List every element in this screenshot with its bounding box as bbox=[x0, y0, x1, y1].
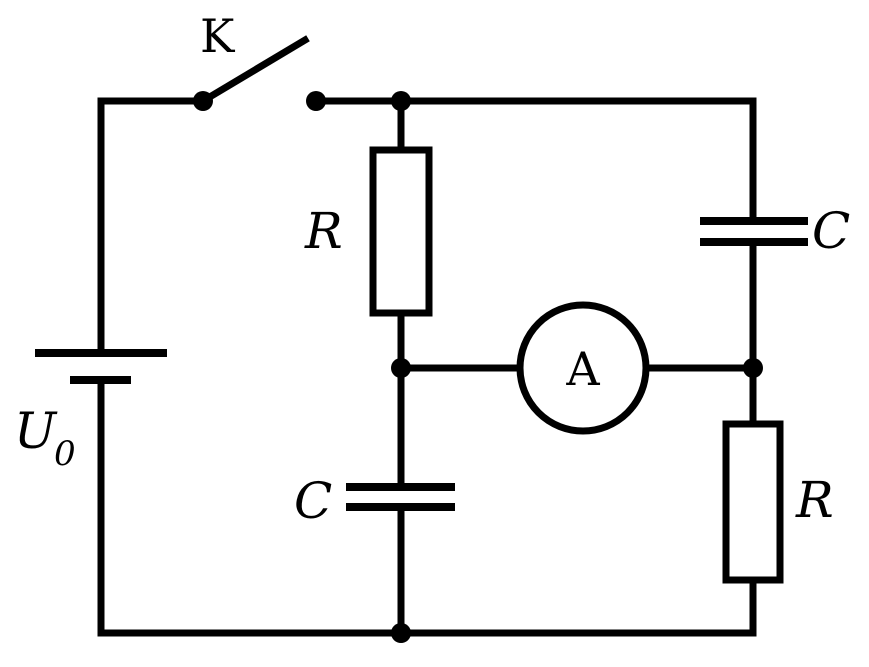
junction-middle-right bbox=[743, 358, 763, 378]
junction-bottom bbox=[391, 623, 411, 643]
resistor-bottom-label: R bbox=[795, 471, 834, 529]
source-subscript: 0 bbox=[54, 434, 76, 474]
ammeter-label: A bbox=[565, 342, 600, 396]
source-label: U bbox=[14, 402, 58, 460]
switch-pivot bbox=[193, 91, 213, 111]
junction-middle-left bbox=[391, 358, 411, 378]
junction-top bbox=[391, 91, 411, 111]
capacitor-bottom-label: C bbox=[294, 472, 332, 530]
resistor-top bbox=[369, 146, 433, 317]
switch-blade bbox=[198, 35, 310, 106]
resistor-bottom bbox=[722, 420, 784, 584]
resistor-top-label: R bbox=[304, 202, 343, 260]
capacitor-top-label: C bbox=[812, 202, 850, 260]
switch-label: K bbox=[200, 9, 236, 63]
